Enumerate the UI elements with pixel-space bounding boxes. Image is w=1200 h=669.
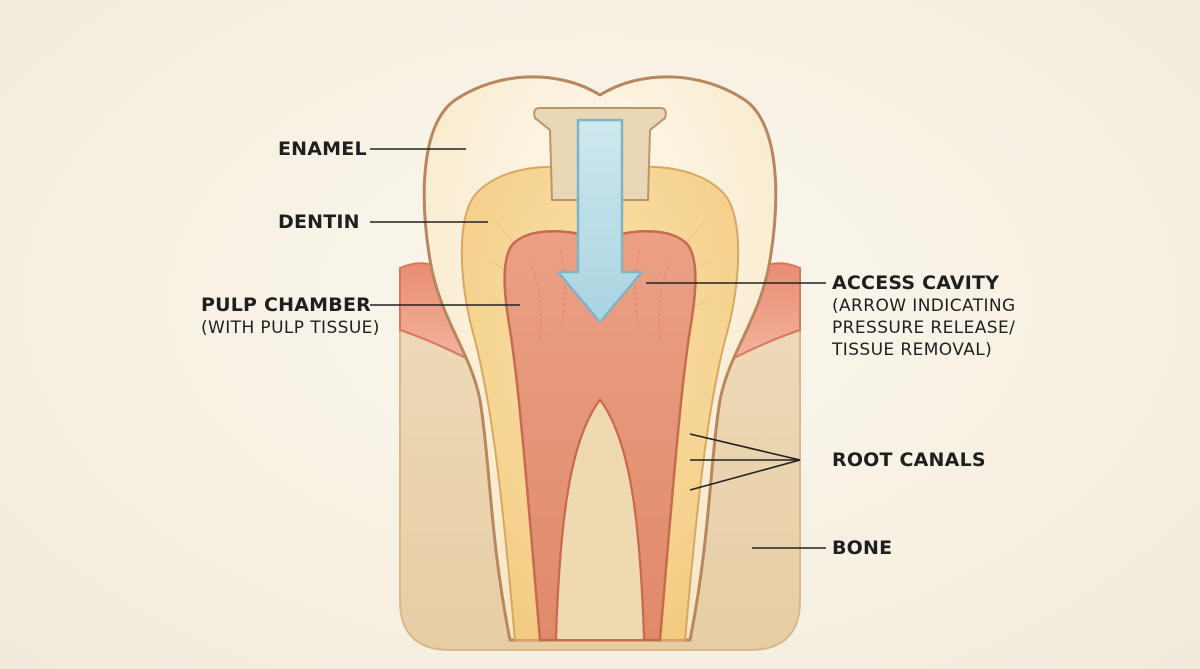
label-dentin-text: DENTIN (278, 211, 360, 233)
pulp-chamber (503, 230, 697, 642)
label-access-cavity-sub1: (ARROW INDICATING (832, 296, 1016, 316)
label-bone: BONE (832, 536, 892, 560)
label-access-cavity-sub2: PRESSURE RELEASE/ (832, 318, 1016, 338)
label-pulp-chamber: PULP CHAMBER (WITH PULP TISSUE) (201, 293, 380, 339)
root-canal-leader-3 (689, 459, 801, 491)
label-pulp-chamber-text: PULP CHAMBER (201, 294, 371, 316)
label-root-canals-text: ROOT CANALS (832, 449, 986, 471)
root-canal-leader-1 (689, 433, 801, 461)
label-root-canals: ROOT CANALS (832, 448, 986, 472)
label-access-cavity-text: ACCESS CAVITY (832, 272, 1000, 294)
leader-lines (370, 148, 826, 549)
access-arrow (556, 118, 644, 324)
label-access-cavity: ACCESS CAVITY (ARROW INDICATING PRESSURE… (832, 271, 1016, 361)
label-access-cavity-sub3: TISSUE REMOVAL) (832, 340, 993, 360)
label-bone-text: BONE (832, 537, 893, 559)
label-dentin: DENTIN (278, 210, 360, 234)
label-enamel-text: ENAMEL (278, 138, 367, 160)
label-enamel: ENAMEL (278, 137, 367, 161)
label-pulp-chamber-sub: (WITH PULP TISSUE) (201, 318, 380, 338)
